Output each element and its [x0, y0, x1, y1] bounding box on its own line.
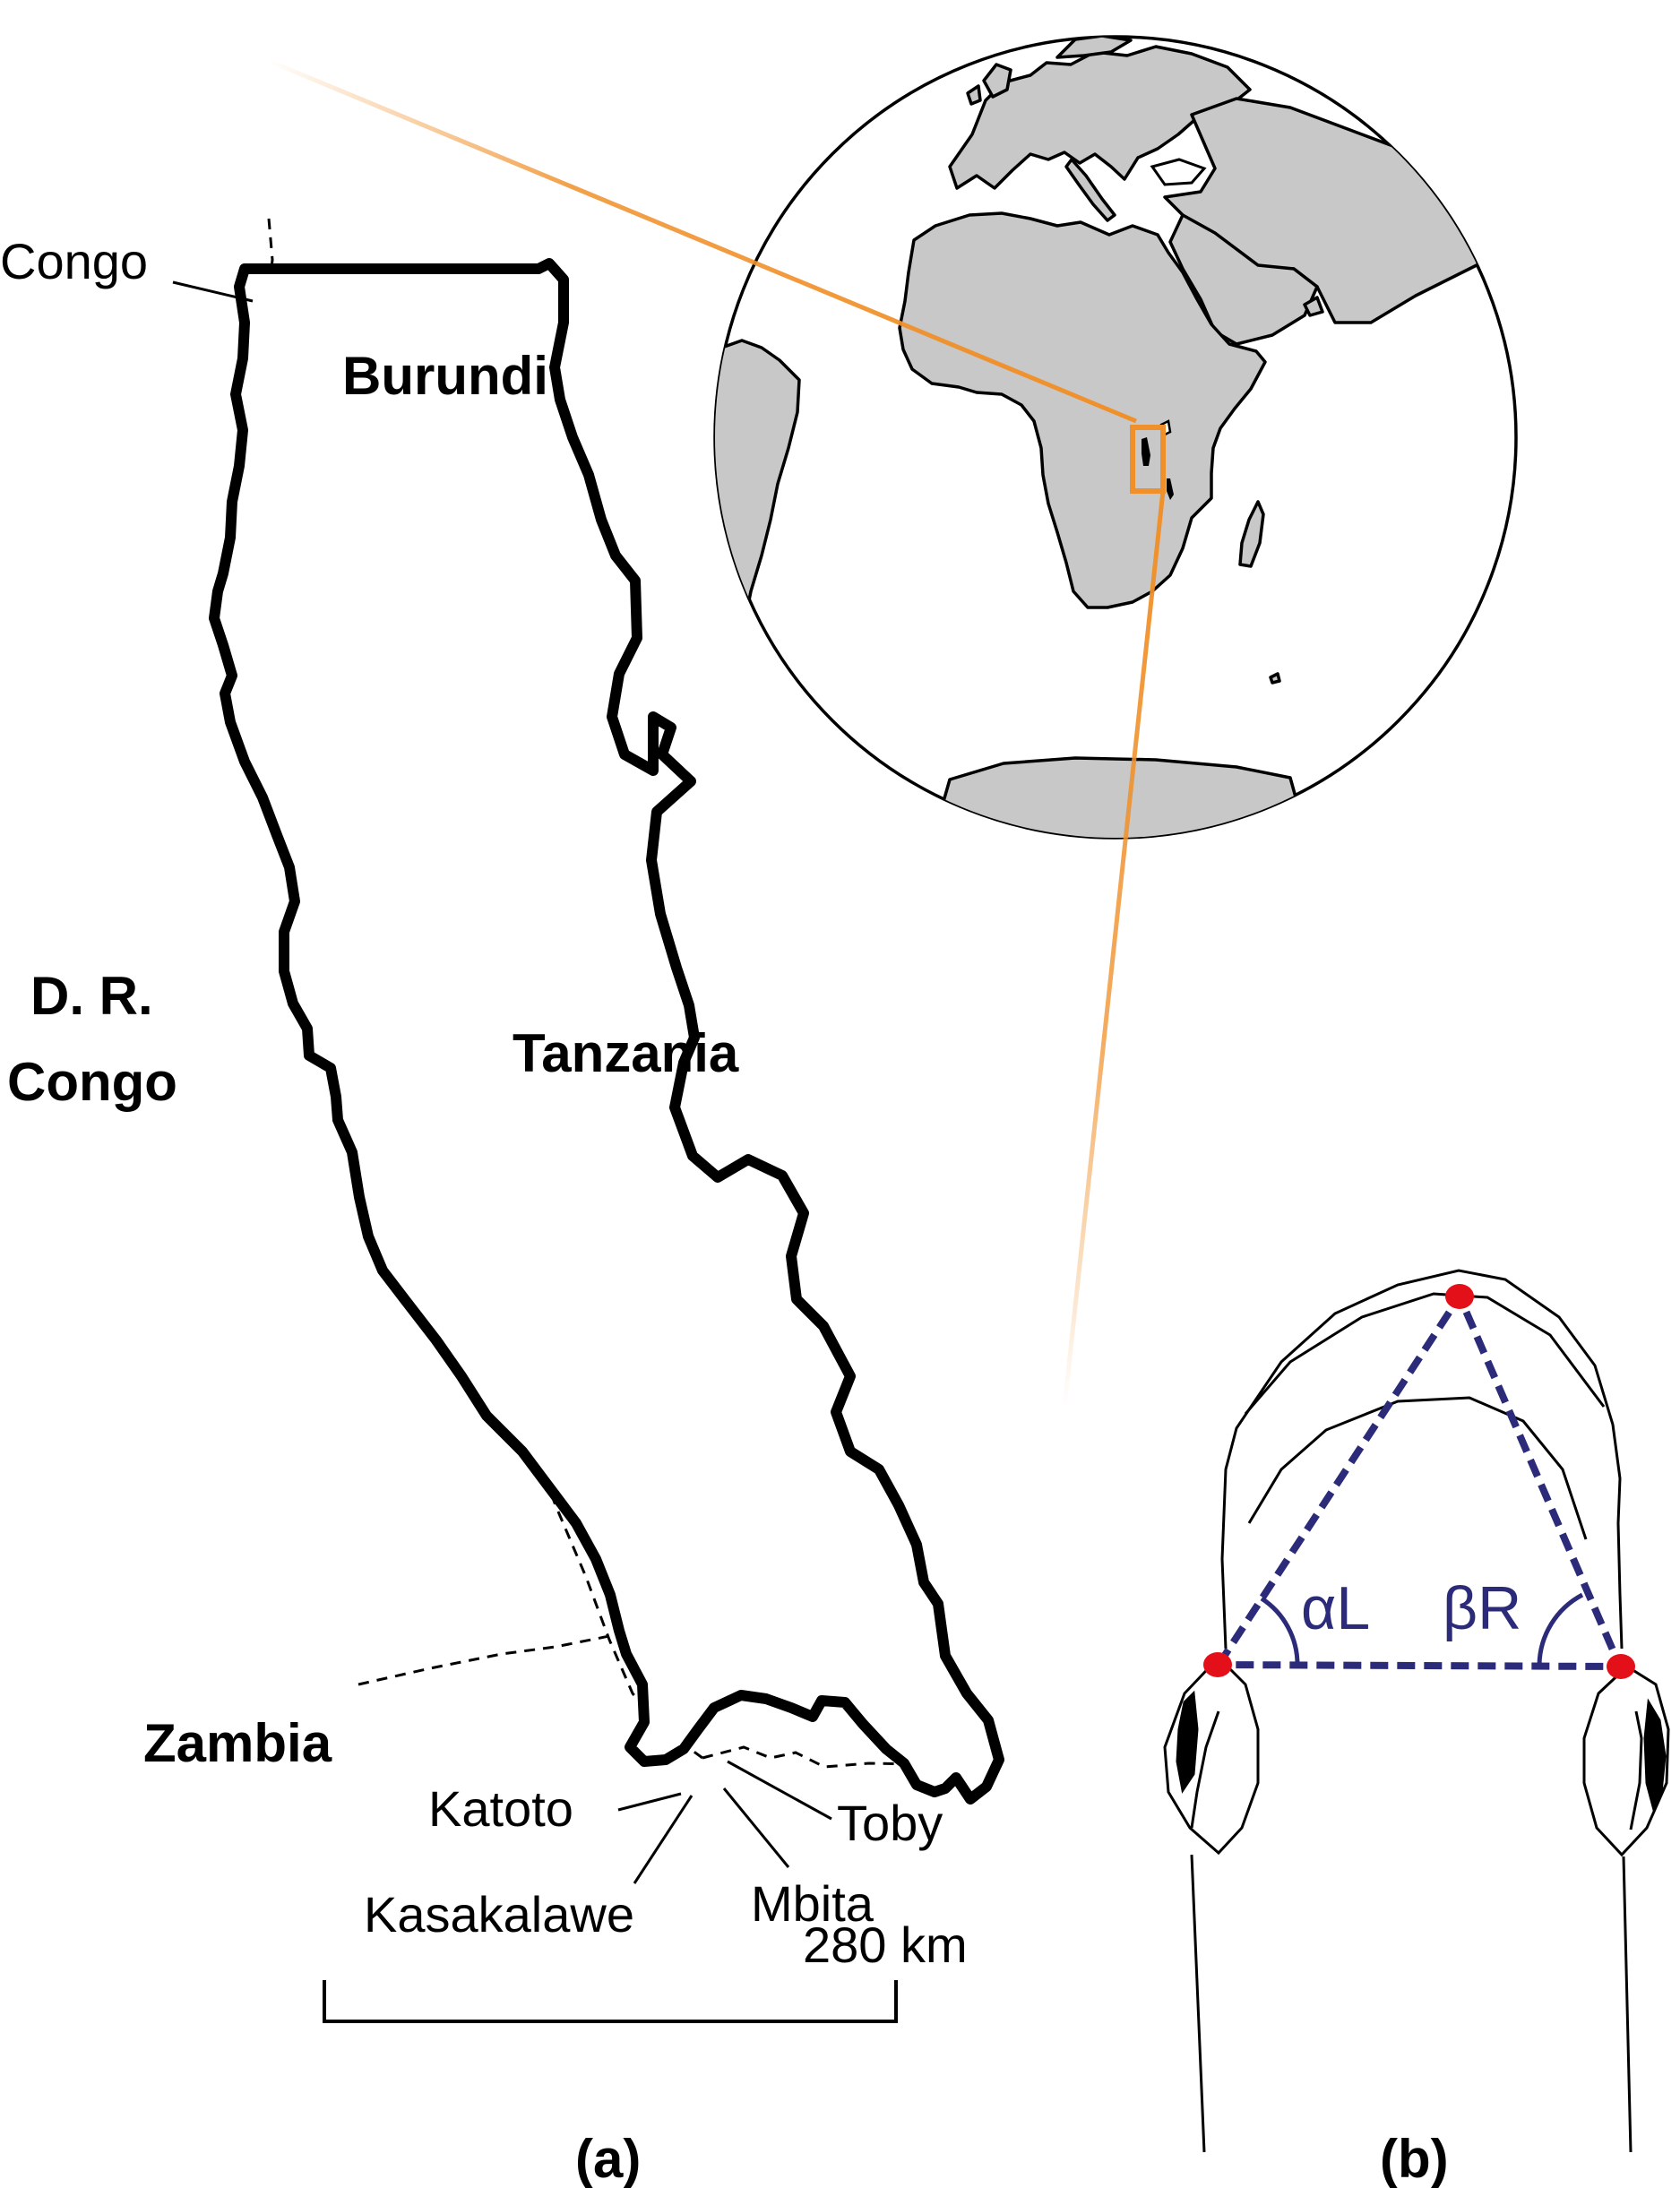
- label-dr-congo-2: Congo: [7, 1052, 177, 1112]
- scandinavia: [1055, 37, 1133, 59]
- africa: [898, 211, 1267, 609]
- inner-curve-upper: [1244, 1292, 1606, 1415]
- lake-map: [209, 218, 1004, 1805]
- body-line-right: [1622, 1856, 1633, 2153]
- connector-upper: [268, 58, 1137, 424]
- leader-kasakalawe: [633, 1795, 694, 1884]
- globe: [713, 35, 1518, 840]
- label-congo-town: Congo: [0, 233, 148, 289]
- connector-lower: [1062, 490, 1166, 1408]
- right-eye-line: [1629, 1710, 1643, 1831]
- panel-label-b: (b): [1380, 2129, 1449, 2188]
- border-tanzania-zambia: [702, 1745, 969, 1769]
- europe-landmass: [948, 45, 1252, 190]
- scale-bar-label: 280 km: [803, 1917, 968, 1973]
- scale-bar-line: [323, 1980, 898, 2023]
- label-burundi: Burundi: [342, 346, 548, 406]
- body-line-left: [1190, 1854, 1206, 2153]
- island-1: [1303, 296, 1324, 317]
- inner-curve-lower: [1247, 1396, 1588, 1540]
- right-eye: [1582, 1665, 1670, 1857]
- leader-katoto: [617, 1792, 682, 1812]
- label-katoto: Katoto: [428, 1780, 573, 1837]
- panel-label-a: (a): [575, 2129, 641, 2188]
- leader-congo: [172, 280, 254, 303]
- madagascar: [1238, 500, 1265, 568]
- scale-bar: 280 km: [323, 1917, 968, 2023]
- leader-toby: [727, 1760, 832, 1821]
- label-toby: Toby: [837, 1795, 943, 1851]
- label-zambia: Zambia: [143, 1713, 332, 1773]
- lake-outline: [209, 258, 1004, 1805]
- left-eye-line: [1190, 1710, 1220, 1829]
- lake-malawi-small: [1167, 478, 1174, 500]
- island-2: [1269, 672, 1281, 685]
- border-zambia: [358, 1632, 619, 1686]
- right-eye-pupil: [1643, 1698, 1667, 1814]
- black-sea: [1150, 158, 1207, 186]
- landmark-top: [1445, 1284, 1474, 1309]
- leader-mbita: [722, 1787, 790, 1868]
- lake-tanganyika-small: [1142, 437, 1150, 466]
- arabia: [1168, 213, 1319, 346]
- landmark-right: [1607, 1654, 1635, 1679]
- label-dr-congo-1: D. R.: [30, 966, 153, 1026]
- british-isles-2: [966, 84, 982, 106]
- landmark-left: [1203, 1652, 1232, 1677]
- left-eye-pupil: [1176, 1690, 1199, 1794]
- label-mbita: Mbita: [751, 1875, 874, 1932]
- angle-triangle: [1211, 1288, 1626, 1671]
- antarctica: [930, 756, 1310, 838]
- head-diagram: αL βR: [1163, 1269, 1670, 2153]
- angle-arc-right: [1537, 1592, 1584, 1666]
- label-tanzania: Tanzania: [513, 1023, 739, 1083]
- head-outline: [1220, 1269, 1624, 1650]
- angle-label-left: αL: [1301, 1574, 1370, 1642]
- angle-arc-left: [1260, 1596, 1300, 1666]
- british-isles: [982, 63, 1012, 99]
- study-area-box: [1130, 425, 1166, 494]
- label-kasakalawe: Kasakalawe: [364, 1886, 634, 1942]
- italy: [1064, 158, 1116, 222]
- angle-label-right: βR: [1443, 1574, 1521, 1642]
- left-eye: [1163, 1655, 1260, 1856]
